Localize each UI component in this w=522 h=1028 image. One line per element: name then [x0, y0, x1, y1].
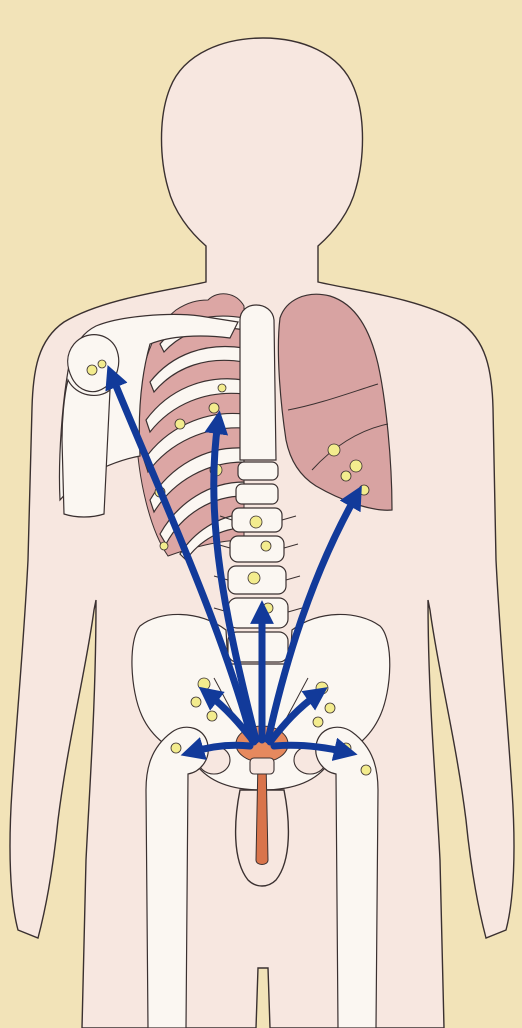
metastasis-pelvis — [325, 703, 335, 713]
urethra — [256, 760, 268, 865]
metastasis-femur — [361, 765, 371, 775]
metastasis-pelvis — [198, 678, 210, 690]
metastasis-lung — [350, 460, 362, 472]
metastasis-shoulder — [87, 365, 97, 375]
metastasis-pelvis — [191, 697, 201, 707]
metastasis-rib — [218, 384, 226, 392]
metastasis-lung — [328, 444, 340, 456]
metastasis-lung — [341, 471, 351, 481]
right-humerus-head — [68, 335, 119, 392]
metastasis-spine — [261, 541, 271, 551]
metastasis-rib — [209, 403, 219, 413]
metastasis-shoulder — [98, 360, 106, 368]
metastasis-spine — [248, 572, 260, 584]
metastasis-pelvis — [207, 711, 217, 721]
right-humerus — [62, 380, 110, 517]
metastasis-pelvis — [313, 717, 323, 727]
metastasis-rib — [160, 542, 168, 550]
metastasis-rib — [175, 419, 185, 429]
metastasis-hip — [171, 743, 181, 753]
metastasis-lung — [359, 485, 369, 495]
metastasis-spine — [250, 516, 262, 528]
bladder-neck — [250, 758, 274, 774]
